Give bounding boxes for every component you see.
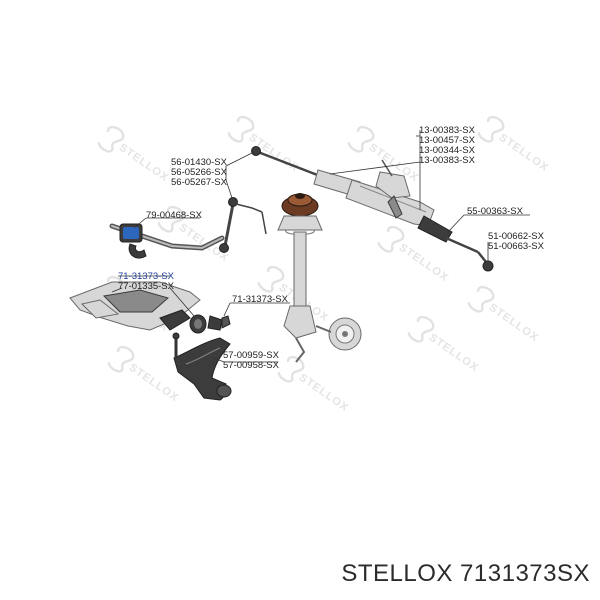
steering-rack-part [251, 146, 494, 272]
watermark-text: STELLOX [397, 241, 451, 284]
part-label: 51-00662-SX [488, 231, 545, 242]
part-label: 13-00457-SX [419, 135, 476, 146]
control-arm-bushing-part [189, 314, 231, 334]
stabilizer-bushing-highlight [123, 227, 139, 239]
watermark-text: STELLOX [297, 371, 351, 414]
brand-footer: STELLOX 7131373SX [300, 560, 590, 588]
stabilizer-link-part [219, 197, 267, 253]
tie-rod-end-right [482, 260, 494, 272]
part-label: 13-00383-SX [419, 125, 476, 136]
watermark-logo: STELLOX [407, 315, 481, 374]
watermark-text: STELLOX [497, 131, 551, 174]
subframe-part [69, 281, 201, 331]
stabilizer-bar-part [109, 223, 225, 259]
watermark-text: STELLOX [177, 221, 231, 264]
part-label: 57-00959-SX [223, 350, 280, 361]
watermark-text: STELLOX [117, 141, 171, 184]
watermark-text: STELLOX [427, 331, 481, 374]
brand-name: STELLOX [341, 560, 453, 587]
watermark-text: STELLOX [487, 301, 541, 344]
part-labels: 13-00383-SX 13-00457-SX 13-00344-SX 13-0… [118, 125, 545, 371]
part-label: 57-00958-SX [223, 360, 280, 371]
watermark-logo: STELLOX [477, 115, 551, 174]
watermark-text: STELLOX [127, 361, 181, 404]
part-label: 13-00383-SX [419, 155, 476, 166]
tie-rod-end-left [251, 146, 261, 156]
watermark-logo: STELLOX [227, 115, 301, 174]
part-label: 55-00363-SX [467, 206, 524, 217]
part-label: 13-00344-SX [419, 145, 476, 156]
part-label: 79-00468-SX [146, 210, 203, 221]
control-arm-part [172, 332, 232, 401]
part-label: 77-01335-SX [118, 281, 175, 292]
leader-lines [111, 130, 530, 363]
part-label: 71-31373-SX [232, 294, 289, 305]
strut-assembly-part [277, 193, 362, 363]
part-label: 51-00663-SX [488, 241, 545, 252]
part-label: 56-05266-SX [171, 167, 228, 178]
watermark-logo: STELLOX [107, 345, 181, 404]
part-label: 56-01430-SX [171, 157, 228, 168]
watermark-logo: STELLOX [467, 285, 541, 344]
part-number: 7131373SX [460, 560, 590, 587]
watermark-logo: STELLOX [277, 355, 351, 414]
watermark-logo: STELLOX [97, 125, 171, 184]
part-label: 56-05267-SX [171, 177, 228, 188]
part-label-highlighted: 71-31373-SX [118, 271, 175, 282]
